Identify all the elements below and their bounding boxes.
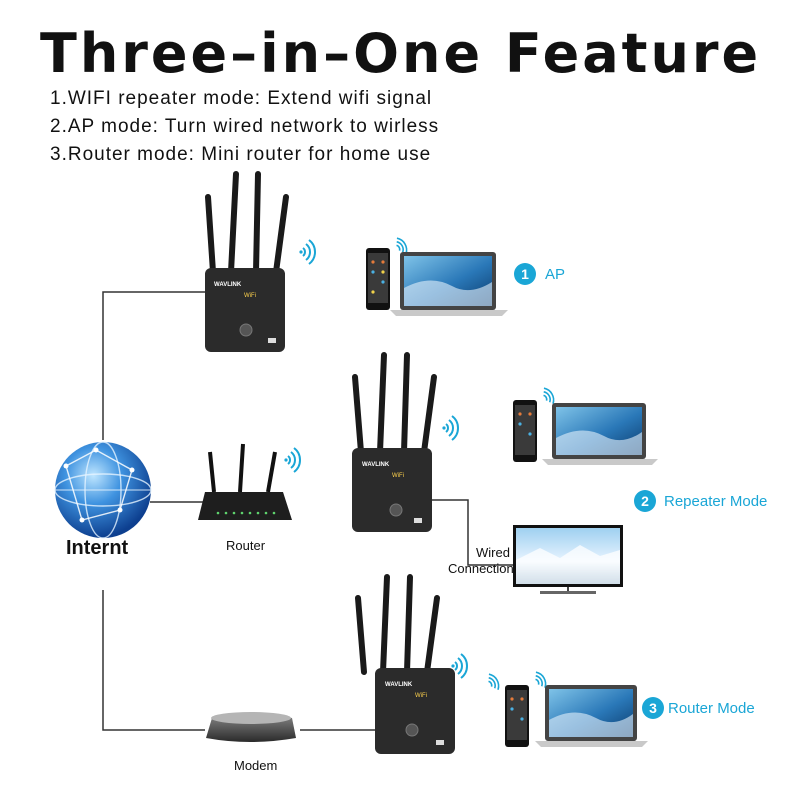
wired-label-line1: Wired: [476, 545, 510, 560]
page-title: Three–in–One Feature: [40, 22, 762, 85]
wired-label-line2: Connection: [448, 561, 514, 576]
svg-text:WiFi: WiFi: [415, 693, 427, 699]
tv-icon: [513, 525, 623, 594]
modem-icon: [206, 712, 296, 742]
feature-item-2: 2.AP mode: Turn wired network to wirless: [50, 116, 440, 137]
mode-label-ap: AP: [545, 266, 566, 283]
svg-text:WiFi: WiFi: [244, 293, 256, 299]
repeater-clients-icon: [513, 385, 658, 465]
router-label: Router: [226, 538, 266, 553]
feature-item-3: 3.Router mode: Mini router for home use: [50, 144, 432, 165]
svg-text:WAVLINK: WAVLINK: [385, 682, 413, 688]
ap-clients-icon: [366, 235, 508, 316]
extender-ap-device-icon: WAVLINK WiFi: [205, 171, 316, 352]
svg-text:WAVLINK: WAVLINK: [362, 462, 390, 468]
feature-item-1: 1.WIFI repeater mode: Extend wifi signal: [50, 88, 433, 109]
mode-badge-3: 3: [642, 697, 664, 719]
extender-repeater-device-icon: WAVLINK WiFi: [352, 352, 459, 532]
mode-label-router: Router Mode: [668, 700, 755, 717]
router-icon: [198, 443, 301, 520]
mode-badge-2: 2: [634, 490, 656, 512]
device-logo-text: WAVLINK: [214, 282, 242, 288]
mode-label-repeater: Repeater Mode: [664, 493, 768, 510]
router-clients-icon: [484, 669, 648, 747]
extender-router-device-icon: WAVLINK WiFi: [355, 574, 468, 754]
internet-globe-icon: [54, 441, 152, 539]
internet-label: Internt: [66, 537, 129, 559]
modem-label: Modem: [234, 758, 278, 773]
mode-badge-1: 1: [514, 263, 536, 285]
connection-lines: [102, 291, 515, 731]
svg-text:WiFi: WiFi: [392, 473, 404, 479]
